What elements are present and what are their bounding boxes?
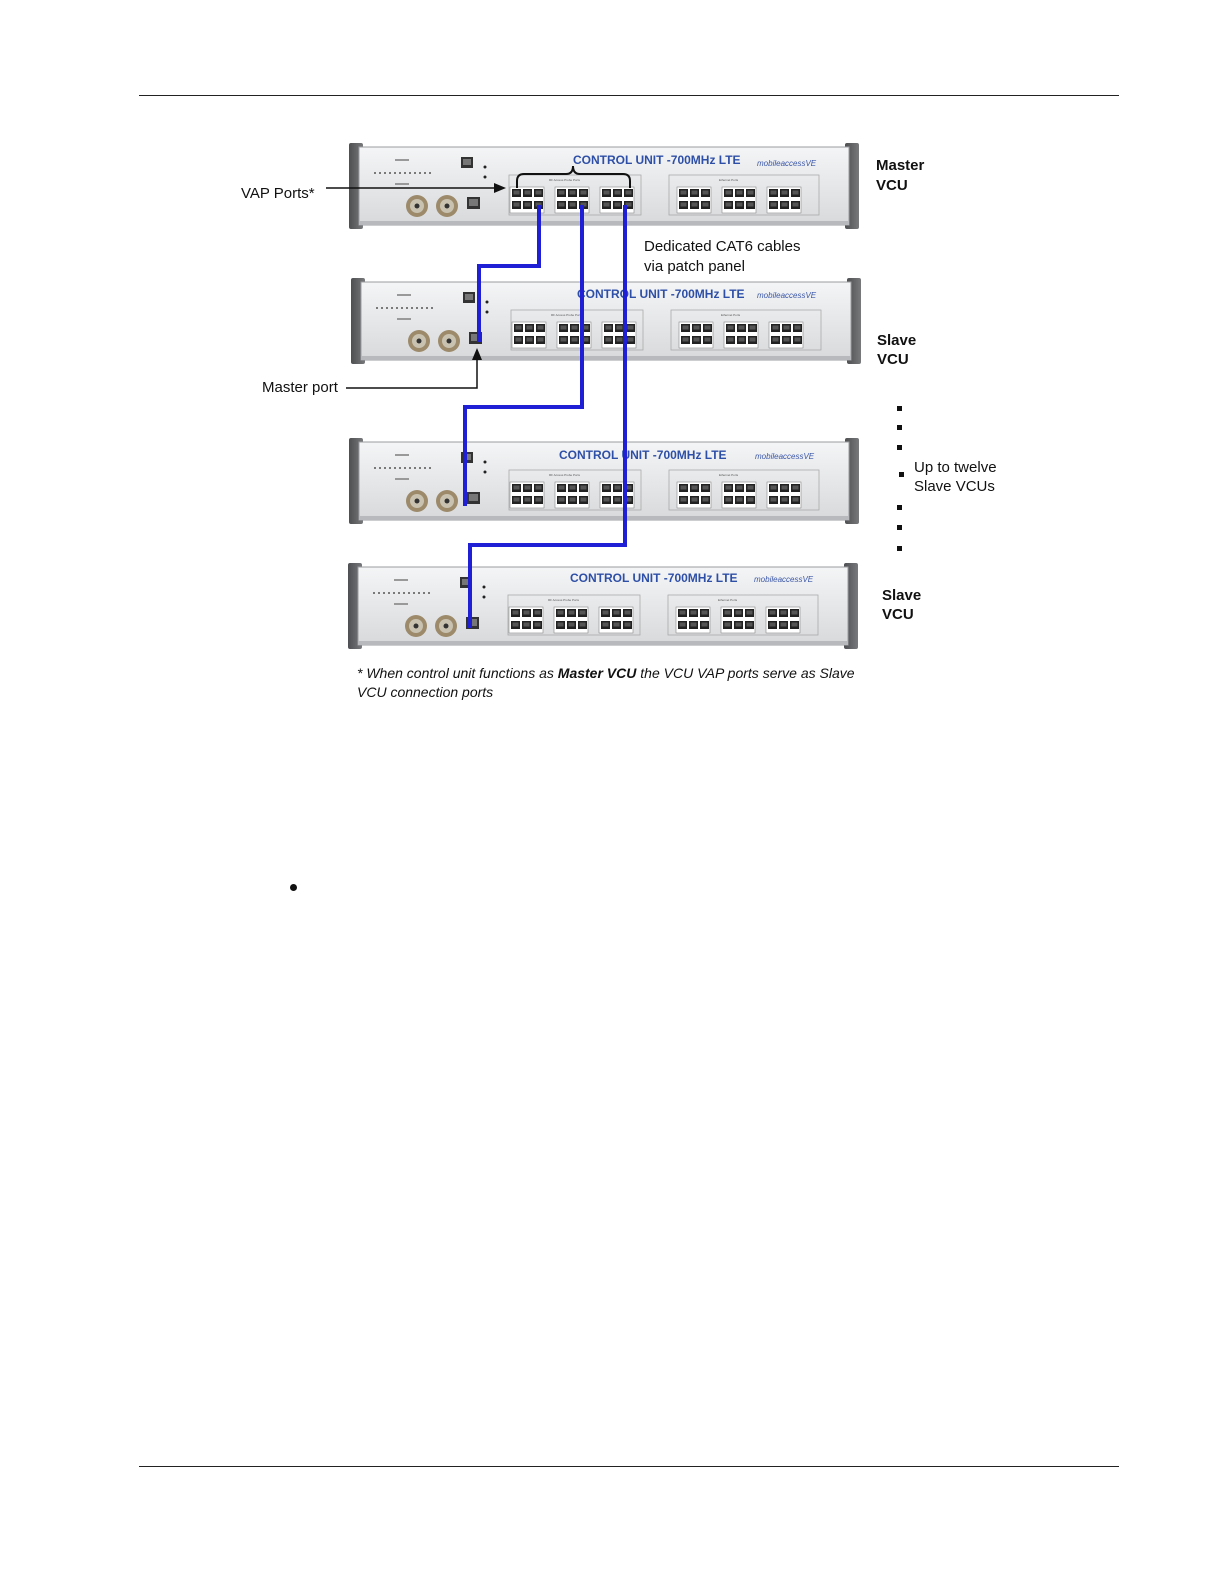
ellipsis-marker [897, 406, 902, 411]
ellipsis-marker [897, 525, 902, 530]
cables-label-line1: Dedicated CAT6 cables [644, 238, 801, 255]
unit-title: CONTROL UNIT -700MHz LTE [570, 571, 738, 585]
ellipsis-marker [897, 505, 902, 510]
cat6-cables [463, 205, 627, 628]
master-port-label: Master port [262, 379, 338, 396]
ellipsis-marker [899, 472, 904, 477]
slave-vcu-unit-1: CONTROL UNIT -700MHz LTE mobileaccessVE [351, 278, 861, 364]
brand-logo: mobileaccessVE [755, 452, 815, 461]
slave-vcu-label-line1: Slave [877, 332, 917, 349]
unit-title: CONTROL UNIT -700MHz LTE [559, 448, 727, 462]
cable-to-slave-3 [468, 205, 627, 628]
brand-logo: mobileaccessVE [757, 291, 817, 300]
footer-rule [139, 1466, 1119, 1467]
footnote: * When control unit functions as Master … [357, 665, 855, 700]
ellipsis-marker [897, 445, 902, 450]
header-rule [139, 95, 1119, 96]
vap-ports-label: VAP Ports* [241, 185, 315, 202]
up-to-twelve-label-line1: Up to twelve [914, 459, 997, 476]
cables-label-line2: via patch panel [644, 258, 745, 275]
vap-ports-brace [516, 165, 631, 188]
brand-logo: mobileaccessVE [754, 575, 814, 584]
cable-to-slave-1 [477, 205, 541, 342]
master-vcu-label-line2: VCU [876, 177, 908, 194]
ellipsis-marker [897, 546, 902, 551]
master-port-arrow [346, 348, 482, 389]
unit-title: CONTROL UNIT -700MHz LTE [577, 287, 745, 301]
slave-vcu-unit-2: CONTROL UNIT -700MHz LTE mobileaccessVE [349, 438, 859, 524]
master-vcu-unit: CONTROL UNIT -700MHz LTE mobileaccessVE [349, 143, 859, 229]
vap-ports-arrow [326, 183, 506, 193]
unit-title: CONTROL UNIT -700MHz LTE [573, 153, 741, 167]
list-bullet [290, 884, 297, 891]
master-vcu-label-line1: Master [876, 157, 925, 174]
cable-to-slave-2 [463, 205, 584, 506]
slave-vcu-label-line2: VCU [882, 606, 914, 623]
slave-vcu-label-line2: VCU [877, 351, 909, 368]
brand-logo: mobileaccessVE [757, 159, 817, 168]
up-to-twelve-label-line2: Slave VCUs [914, 478, 995, 495]
ellipsis-marker [897, 425, 902, 430]
slave-vcu-unit-3: CONTROL UNIT -700MHz LTE mobileaccessVE [348, 563, 858, 649]
vcu-connection-diagram: RF Access Probe Ports Ethernet Ports CON… [326, 0, 1225, 760]
slave-vcu-label-line1: Slave [882, 587, 922, 604]
